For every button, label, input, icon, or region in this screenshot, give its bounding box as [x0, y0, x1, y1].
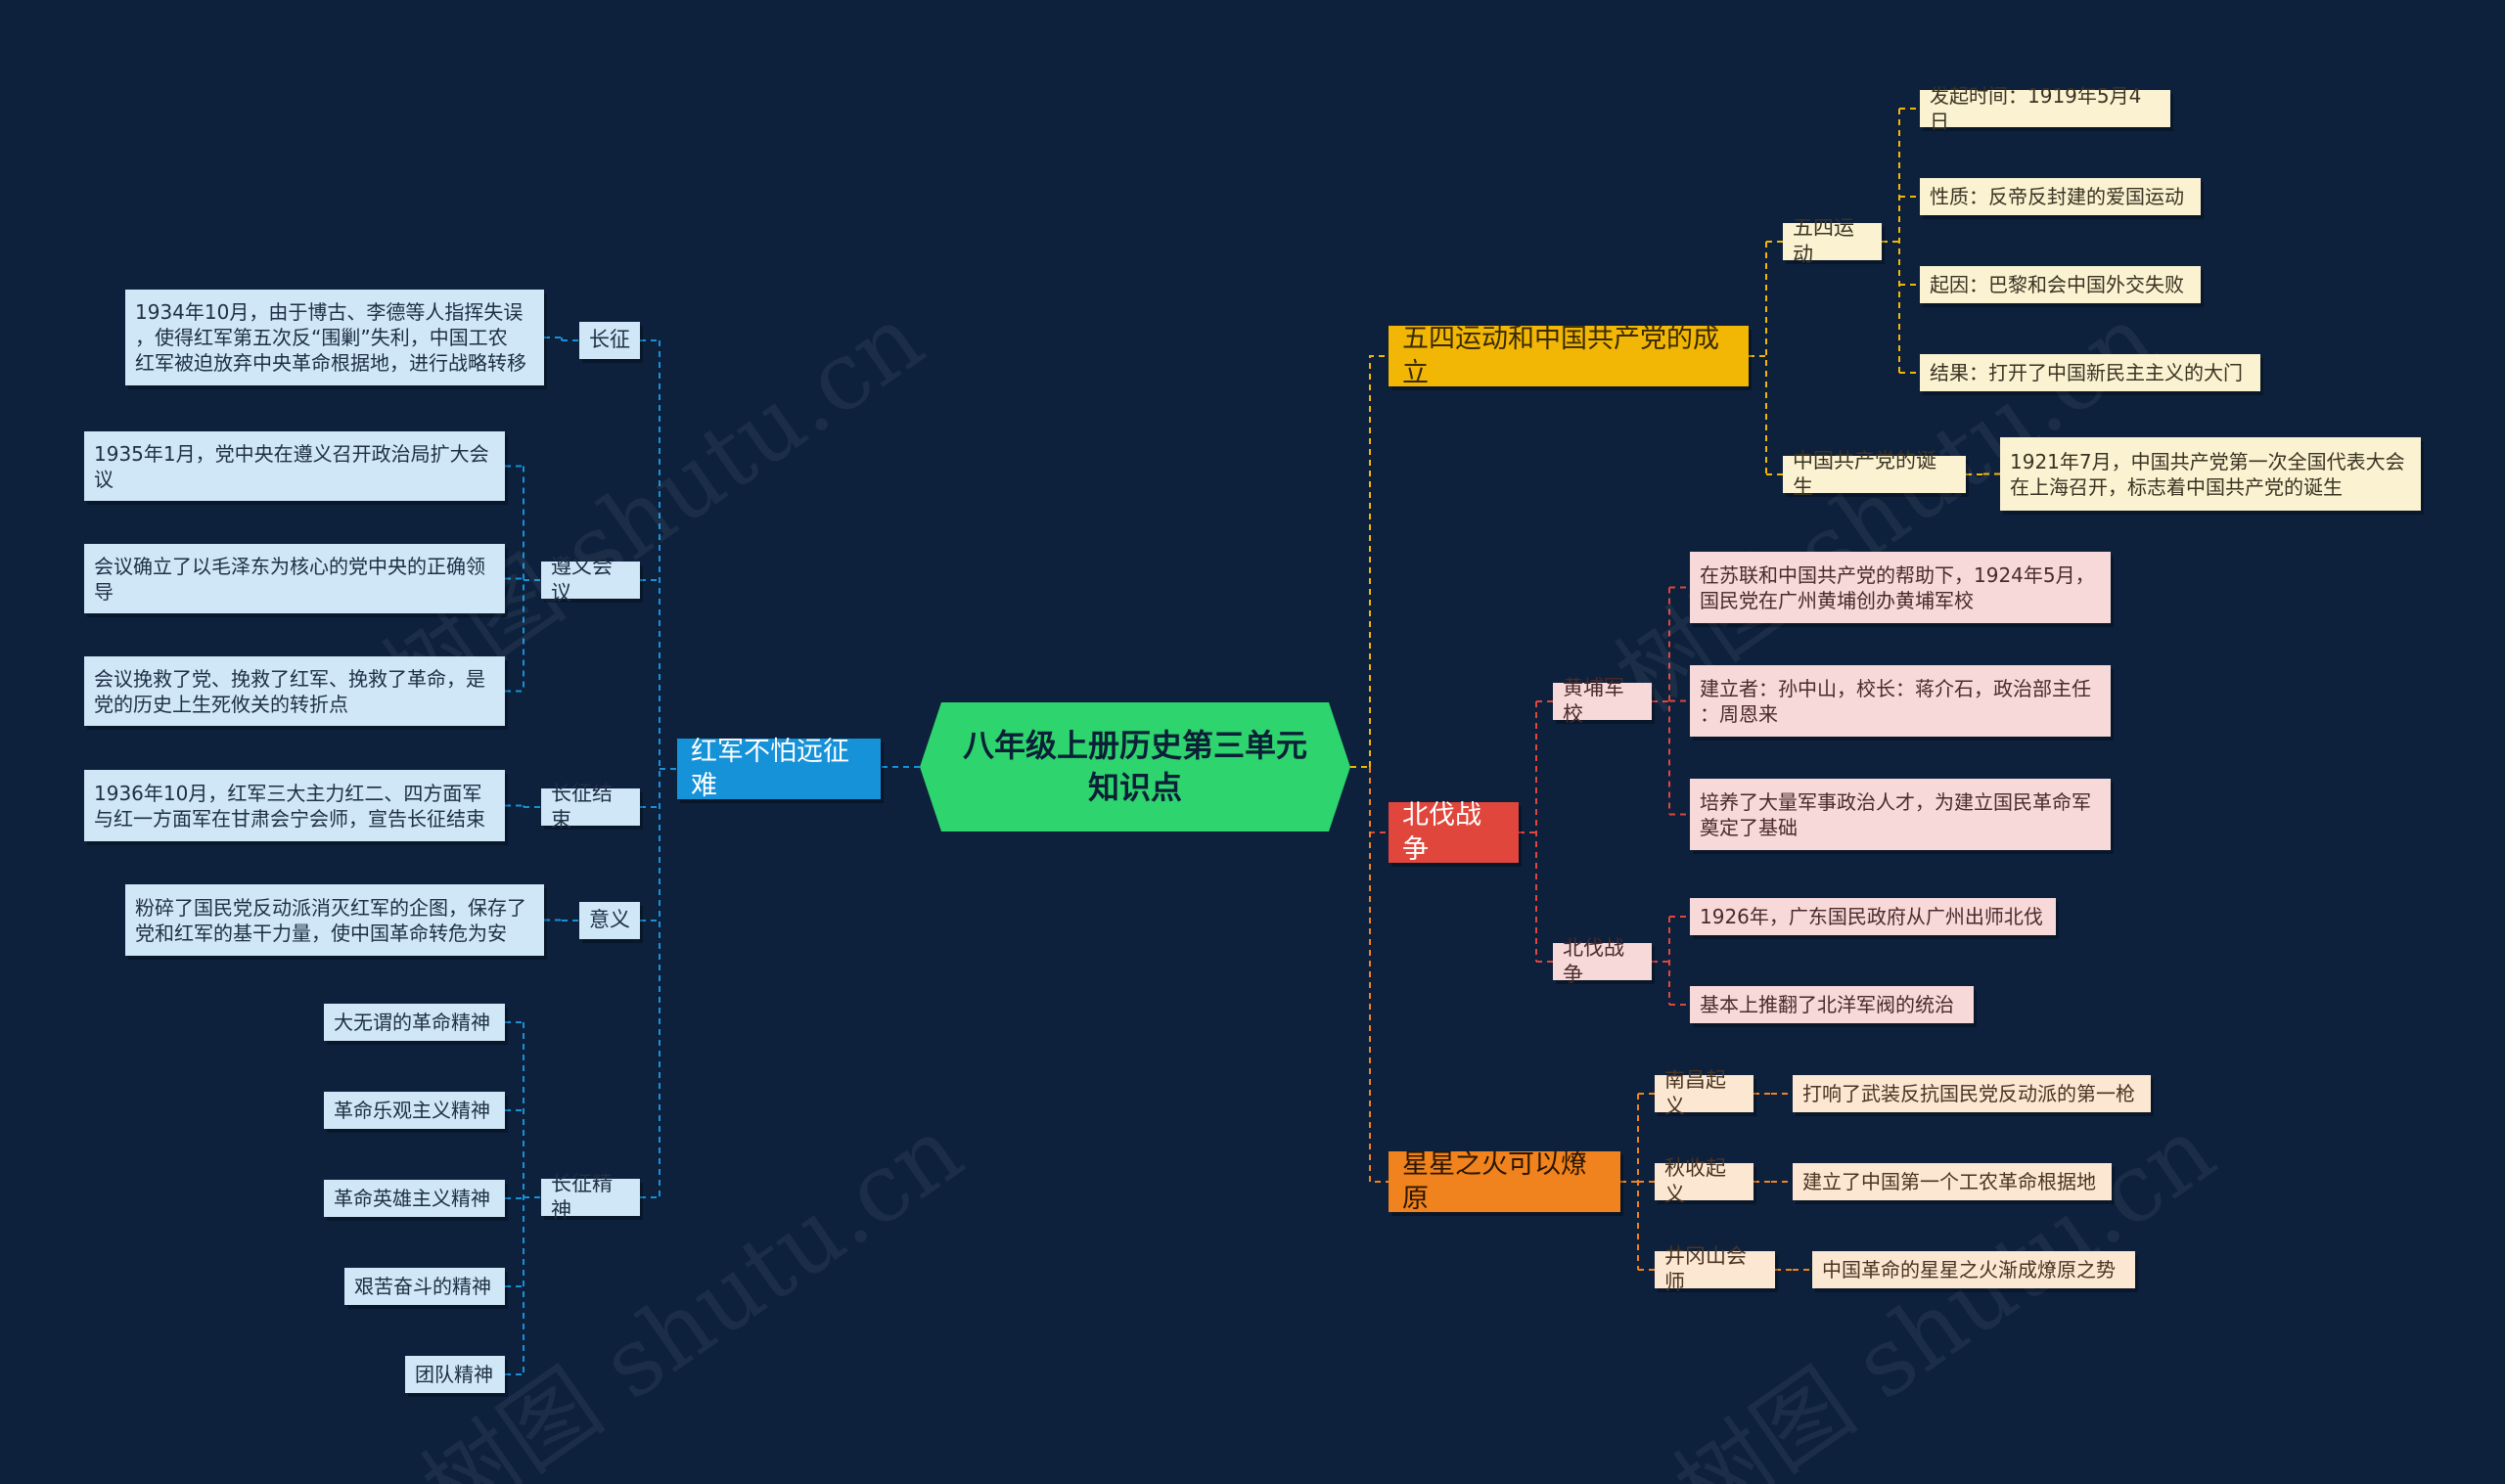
- leaf-expedition-result[interactable]: 基本上推翻了北洋军阀的统治: [1690, 986, 1974, 1023]
- leaf-whampoa-founding[interactable]: 在苏联和中国共产党的帮助下，1924年5月， 国民党在广州黄埔创办黄埔军校: [1690, 552, 2111, 623]
- subtopic-party-founding[interactable]: 中国共产党的诞生: [1783, 449, 1966, 499]
- leaf-expedition-start[interactable]: 1926年，广东国民政府从广州出师北伐: [1690, 898, 2056, 935]
- topic-red-army-long-march[interactable]: 红军不怕远征难: [677, 737, 881, 801]
- central-topic[interactable]: 八年级上册历史第三单元 知识点: [920, 702, 1350, 832]
- subtopic-long-march-spirit[interactable]: 长征精神: [541, 1172, 640, 1222]
- subtopic-nanchang-uprising[interactable]: 南昌起义: [1655, 1068, 1754, 1118]
- subtopic-zunyi-meeting[interactable]: 遵义会议: [541, 555, 640, 605]
- subtopic-autumn-harvest-uprising[interactable]: 秋收起义: [1655, 1156, 1754, 1206]
- leaf-may-fourth-result[interactable]: 结果：打开了中国新民主主义的大门: [1920, 354, 2260, 391]
- leaf-spirit-item-4[interactable]: 艰苦奋斗的精神: [344, 1268, 505, 1305]
- leaf-nanchang-detail[interactable]: 打响了武装反抗国民党反动派的第一枪: [1793, 1075, 2151, 1112]
- leaf-zunyi-item-2[interactable]: 会议确立了以毛泽东为核心的党中央的正确领 导: [84, 544, 505, 613]
- topic-single-spark[interactable]: 星星之火可以燎原: [1389, 1149, 1620, 1214]
- topic-northern-expedition[interactable]: 北伐战争: [1389, 800, 1519, 865]
- leaf-spirit-item-3[interactable]: 革命英雄主义精神: [324, 1180, 505, 1217]
- topic-may-fourth-and-party[interactable]: 五四运动和中国共产党的成立: [1389, 324, 1749, 388]
- subtopic-may-fourth-movement[interactable]: 五四运动: [1783, 216, 1882, 266]
- connector-line: [1369, 767, 1389, 1183]
- subtopic-long-march-end[interactable]: 长征结束: [541, 782, 640, 832]
- subtopic-long-march[interactable]: 长征: [579, 322, 640, 359]
- leaf-autumn-harvest-detail[interactable]: 建立了中国第一个工农革命根据地: [1793, 1163, 2112, 1200]
- leaf-jinggangshan-detail[interactable]: 中国革命的星星之火渐成燎原之势: [1812, 1251, 2135, 1288]
- leaf-spirit-item-1[interactable]: 大无谓的革命精神: [324, 1004, 505, 1041]
- leaf-may-fourth-nature[interactable]: 性质：反帝反封建的爱国运动: [1920, 178, 2201, 215]
- leaf-whampoa-impact[interactable]: 培养了大量军事政治人才，为建立国民革命军 奠定了基础: [1690, 779, 2111, 850]
- subtopic-whampoa-academy[interactable]: 黄埔军校: [1553, 676, 1652, 726]
- leaf-party-founding-detail[interactable]: 1921年7月，中国共产党第一次全国代表大会 在上海召开，标志着中国共产党的诞生: [2000, 437, 2421, 511]
- leaf-long-march-detail[interactable]: 1934年10月，由于博古、李德等人指挥失误 ，使得红军第五次反“围剿”失利，中…: [125, 290, 544, 385]
- leaf-spirit-item-2[interactable]: 革命乐观主义精神: [324, 1092, 505, 1129]
- leaf-spirit-item-5[interactable]: 团队精神: [405, 1356, 505, 1393]
- leaf-may-fourth-date[interactable]: 发起时间：1919年5月4日: [1920, 84, 2170, 133]
- leaf-significance-detail[interactable]: 粉碎了国民党反动派消灭红军的企图，保存了 党和红军的基干力量，使中国革命转危为安: [125, 884, 544, 956]
- subtopic-jinggangshan-meeting[interactable]: 井冈山会师: [1655, 1244, 1775, 1294]
- leaf-may-fourth-cause[interactable]: 起因：巴黎和会中国外交失败: [1920, 266, 2201, 303]
- connector-line: [1369, 767, 1389, 833]
- leaf-zunyi-item-1[interactable]: 1935年1月，党中央在遵义召开政治局扩大会 议: [84, 431, 505, 501]
- subtopic-northern-expedition-war[interactable]: 北伐战争: [1553, 936, 1652, 986]
- leaf-zunyi-item-3[interactable]: 会议挽救了党、挽救了红军、挽救了革命，是 党的历史上生死攸关的转折点: [84, 656, 505, 726]
- leaf-long-march-end-detail[interactable]: 1936年10月，红军三大主力红二、四方面军 与红一方面军在甘肃会宁会师，宣告长…: [84, 770, 505, 841]
- leaf-whampoa-founders[interactable]: 建立者：孙中山，校长：蒋介石，政治部主任 ：周恩来: [1690, 665, 2111, 737]
- connector-line: [1369, 355, 1389, 767]
- subtopic-significance[interactable]: 意义: [579, 902, 640, 939]
